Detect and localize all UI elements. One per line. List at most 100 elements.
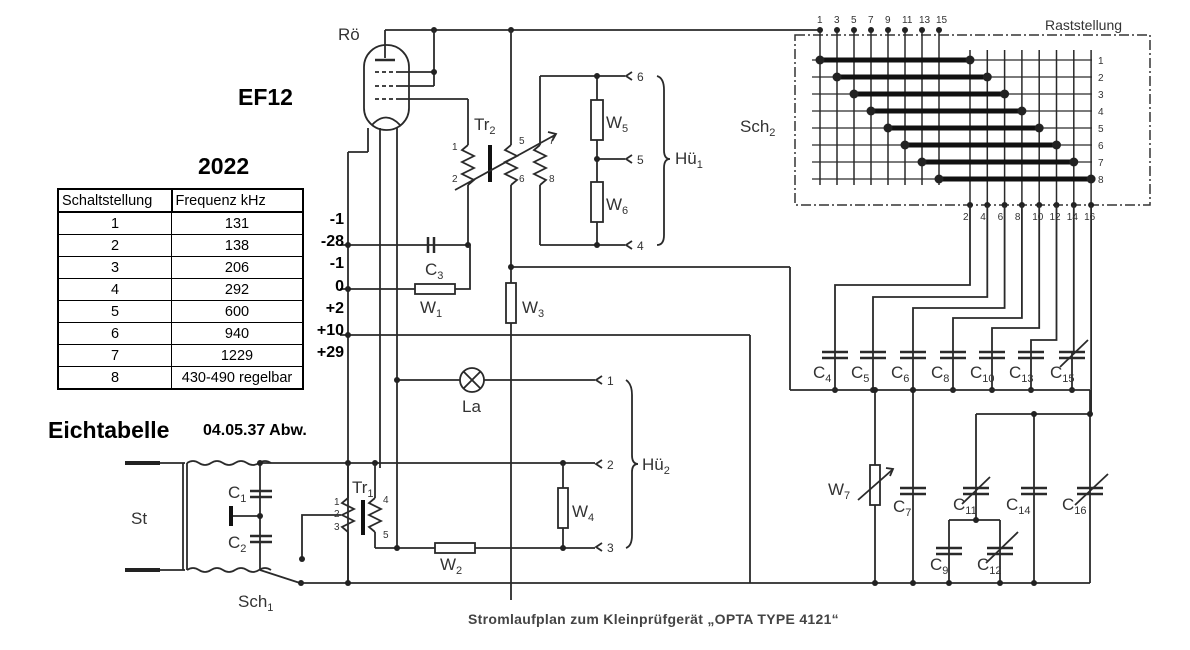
matrix-row-number: 4 — [1098, 107, 1104, 118]
deviation-value: 0 — [335, 277, 344, 295]
matrix-top-pin-label: 3 — [834, 15, 840, 26]
deviation-value: -1 — [329, 211, 344, 228]
pin-label: 1 — [334, 497, 340, 508]
cell-position: 2 — [57, 234, 172, 257]
matrix-row-number: 8 — [1098, 175, 1104, 186]
cell-frequency: 1229 — [171, 344, 304, 367]
matrix-bottom-pin-label: 12 — [1050, 212, 1062, 223]
hu1-terminal-5: 5 — [637, 153, 644, 167]
cell-frequency: 940 — [171, 322, 304, 345]
matrix-bottom-pin-label: 10 — [1032, 212, 1044, 223]
transformer-tr2 — [454, 76, 558, 245]
deviation-value: +29 — [316, 344, 344, 362]
pin-label: 2 — [334, 509, 340, 520]
c9-label: C9 — [930, 555, 948, 577]
deviation-value: +2 — [325, 299, 344, 317]
matrix-contact-end — [917, 157, 927, 167]
vacuum-tube — [363, 30, 469, 145]
capacitor-label-c10: C10 — [970, 363, 995, 385]
matrix-contact-end — [866, 106, 876, 116]
capacitor-label-c4: C4 — [813, 363, 831, 385]
schematic-caption: Stromlaufplan zum Kleinprüfgerät „OPTA T… — [468, 611, 839, 627]
w3-label: W3 — [522, 298, 544, 320]
matrix-contact-end — [1000, 89, 1010, 99]
c14-label: C14 — [1006, 495, 1031, 517]
matrix-contact-end — [1052, 140, 1061, 150]
pin-label: 1 — [452, 142, 458, 153]
pin-label: 8 — [549, 174, 555, 185]
pin-label: 3 — [334, 522, 340, 533]
matrix-top-pin — [834, 27, 840, 33]
header-position: Schaltstellung — [57, 188, 173, 213]
plug-cable — [125, 460, 272, 573]
capacitor-label-c5: C5 — [851, 363, 869, 385]
matrix-row-number: 7 — [1098, 158, 1104, 169]
capacitor-label-c6: C6 — [891, 363, 909, 385]
switch-sch1 — [259, 569, 750, 586]
cell-position: 4 — [57, 278, 172, 301]
matrix-top-pin-label: 13 — [919, 15, 931, 26]
deviation-value: -28 — [320, 233, 344, 251]
tr1-label: Tr1 — [352, 478, 374, 500]
w1-label: W1 — [420, 298, 442, 320]
junction — [345, 332, 351, 338]
cell-position: 7 — [57, 344, 172, 367]
matrix-contact-end — [982, 72, 992, 82]
cell-position: 6 — [57, 322, 172, 345]
hu1-label: Hü1 — [675, 149, 703, 171]
junction — [394, 545, 400, 551]
raststellung-label: Raststellung — [1045, 17, 1122, 33]
capacitor-label-c13: C13 — [1009, 363, 1034, 385]
matrix-contact-end — [1086, 174, 1096, 184]
matrix-top-pin — [817, 27, 823, 33]
matrix-row-number: 3 — [1098, 90, 1104, 101]
socket-group-hu2 — [594, 375, 639, 552]
capacitor-wire — [952, 205, 1023, 390]
junction — [345, 242, 351, 248]
capacitor-label-c15: C15 — [1050, 363, 1075, 385]
hu2-terminal-3: 3 — [607, 541, 614, 555]
matrix-contact-end — [900, 140, 910, 150]
socket-group-hu1 — [540, 71, 671, 250]
resistor-w2 — [434, 542, 476, 554]
table-title: Eichtabelle — [48, 417, 170, 443]
matrix-top-pin — [919, 27, 925, 33]
deviation-value: -1 — [329, 255, 344, 273]
cell-frequency: 292 — [171, 278, 304, 301]
sch2-label: Sch2 — [740, 117, 775, 139]
junction — [560, 545, 566, 551]
matrix-contact-end — [1034, 123, 1044, 133]
lamp-label: La — [462, 397, 481, 416]
tube-type-label: EF12 — [238, 84, 293, 110]
matrix-bottom-pin-label: 4 — [980, 212, 986, 223]
c11-label: C11 — [953, 495, 977, 517]
cell-frequency: 131 — [171, 211, 304, 235]
matrix-contact-end — [965, 55, 975, 65]
matrix-bottom-pin-label: 2 — [963, 212, 969, 223]
cell-position: 8 — [57, 366, 172, 390]
matrix-bottom-pin-label: 8 — [1015, 212, 1021, 223]
table-header-row: Schaltstellung Frequenz kHz — [57, 188, 304, 213]
junction — [508, 264, 514, 270]
w7-label: W7 — [828, 480, 850, 502]
cell-frequency: 430-490 regelbar — [171, 366, 304, 390]
matrix-top-pin — [936, 27, 942, 33]
cell-frequency: 206 — [171, 256, 304, 279]
matrix-top-pin-label: 9 — [885, 15, 891, 26]
matrix-top-pin-label: 11 — [902, 15, 913, 26]
matrix-top-pin-label: 1 — [817, 15, 823, 26]
c7-label: C7 — [893, 497, 911, 519]
pin-label: 7 — [549, 136, 555, 147]
tuning-network — [857, 387, 1109, 586]
cell-position: 3 — [57, 256, 172, 279]
matrix-top-pin — [851, 27, 857, 33]
tube-label: Rö — [338, 25, 360, 44]
capacitor-wire — [912, 205, 1006, 390]
cell-frequency: 138 — [171, 234, 304, 257]
